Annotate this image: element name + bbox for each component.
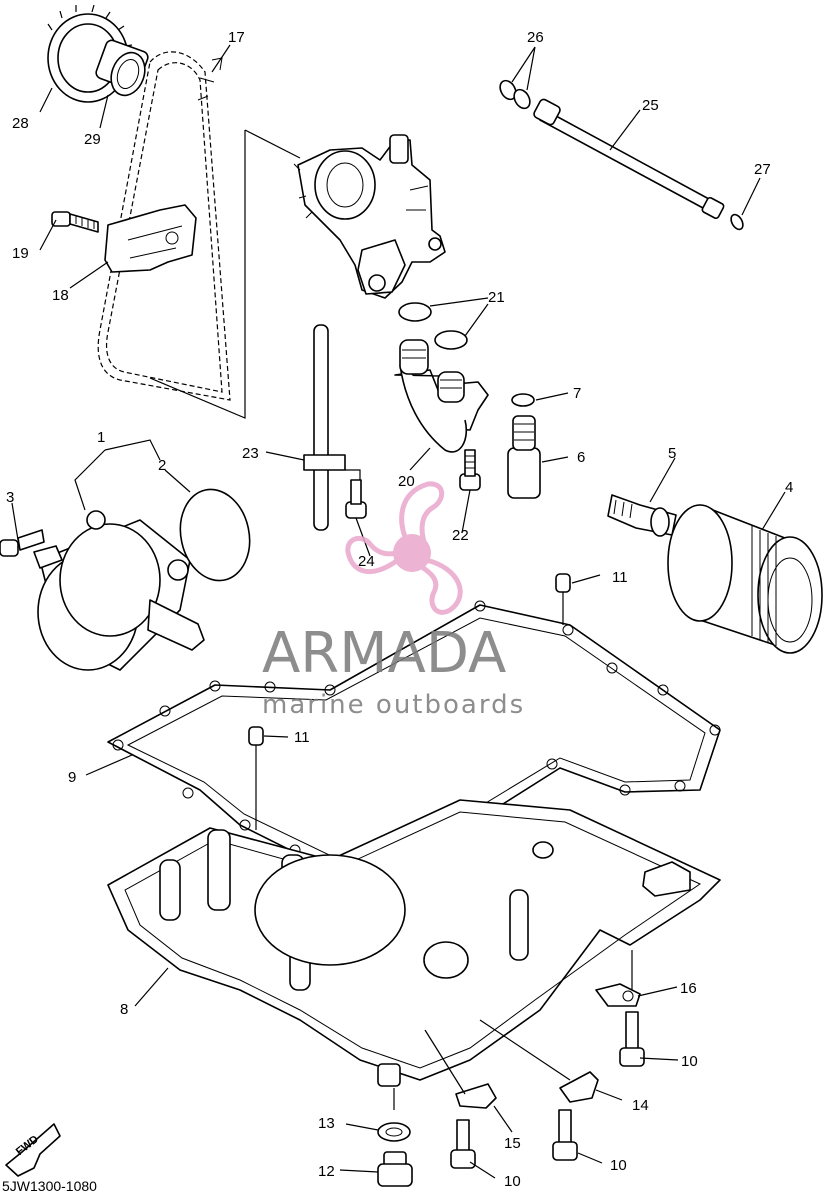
- callout-3: 3: [6, 489, 14, 506]
- callout-10b: 10: [504, 1173, 521, 1190]
- cooler-o-ring: [179, 488, 251, 582]
- callout-28: 28: [12, 115, 29, 132]
- callout-21: 21: [488, 289, 505, 306]
- callout-22: 22: [452, 527, 469, 544]
- dowel-pin-upper: [555, 573, 571, 593]
- bolt-10-right: [619, 1011, 645, 1067]
- guide-bolt: [51, 211, 99, 233]
- callout-13: 13: [318, 1115, 335, 1132]
- oil-strainer: [265, 324, 361, 531]
- drain-plug-gasket: [377, 1122, 411, 1142]
- callout-16: 16: [680, 980, 697, 997]
- o-ring-26a: [499, 79, 517, 101]
- bolt-10-middle: [450, 1119, 476, 1169]
- oil-pump-drive-chain: [97, 51, 231, 401]
- bolt-10-lower: [552, 1109, 578, 1161]
- callout-11a: 11: [612, 569, 628, 586]
- callout-8: 8: [120, 1001, 128, 1018]
- callout-2: 2: [158, 457, 166, 474]
- callout-23: 23: [242, 445, 259, 462]
- o-ring-upper: [398, 302, 432, 322]
- o-ring-lower: [434, 330, 468, 350]
- relief-valve: [507, 415, 541, 499]
- callout-19: 19: [12, 245, 29, 262]
- oil-cooler: [33, 510, 205, 671]
- callout-24: 24: [358, 553, 375, 570]
- callout-14: 14: [632, 1097, 649, 1114]
- chain-guide: [104, 204, 197, 273]
- callout-12: 12: [318, 1163, 335, 1180]
- callout-1: 1: [97, 429, 105, 446]
- oil-pan: [107, 799, 721, 1087]
- callout-25: 25: [642, 97, 659, 114]
- bolt-24: [345, 479, 367, 519]
- clamp-15: [455, 1083, 497, 1109]
- o-ring-27: [730, 213, 744, 231]
- callout-27: 27: [754, 161, 771, 178]
- o-ring-7: [511, 393, 535, 407]
- clamp-14: [559, 1071, 599, 1103]
- watermark-brand: ARMADA: [262, 621, 506, 686]
- oil-pan-gasket: [107, 604, 721, 881]
- oil-filter-union-bolt: [607, 494, 677, 537]
- cooler-bolt: [0, 529, 45, 557]
- callout-20: 20: [398, 473, 415, 490]
- callout-15: 15: [504, 1135, 521, 1152]
- callout-5: 5: [668, 445, 676, 462]
- callout-4: 4: [785, 479, 793, 496]
- callout-10a: 10: [681, 1053, 698, 1070]
- bracket-16: [595, 983, 641, 1007]
- oil-delivery-pipe: [394, 339, 489, 471]
- callout-labels: 1 2 3 4 5 6 7 8 9 10 10 10 11 11 12 13 1…: [6, 29, 793, 1190]
- diagram-code: 5JW1300-1080: [2, 1178, 97, 1194]
- o-ring-26b: [513, 88, 531, 110]
- callout-10c: 10: [610, 1157, 627, 1174]
- assembly-bracket: [149, 129, 301, 419]
- drain-plug: [377, 1151, 413, 1187]
- callout-18: 18: [52, 287, 69, 304]
- oil-pump-assembly: [293, 134, 446, 299]
- bolt-22: [459, 449, 481, 491]
- leader-lines: [11, 44, 786, 1179]
- callout-6: 6: [577, 449, 585, 466]
- oil-pump-drive-sprocket: [47, 4, 149, 103]
- dowel-pin-lower: [248, 726, 264, 746]
- oil-pipe-25: [533, 98, 725, 220]
- oil-filter-cartridge: [667, 504, 823, 654]
- forward-arrow: FWD: [5, 1123, 61, 1177]
- propeller-logo-icon: [345, 481, 463, 615]
- callout-7: 7: [573, 385, 581, 402]
- callout-29: 29: [84, 131, 101, 148]
- callout-9: 9: [68, 769, 76, 786]
- callout-11b: 11: [294, 729, 310, 746]
- armada-watermark: ARMADA marine outboards: [262, 481, 525, 720]
- callout-17: 17: [228, 29, 245, 46]
- callout-26: 26: [527, 29, 544, 46]
- watermark-tagline: marine outboards: [262, 690, 525, 720]
